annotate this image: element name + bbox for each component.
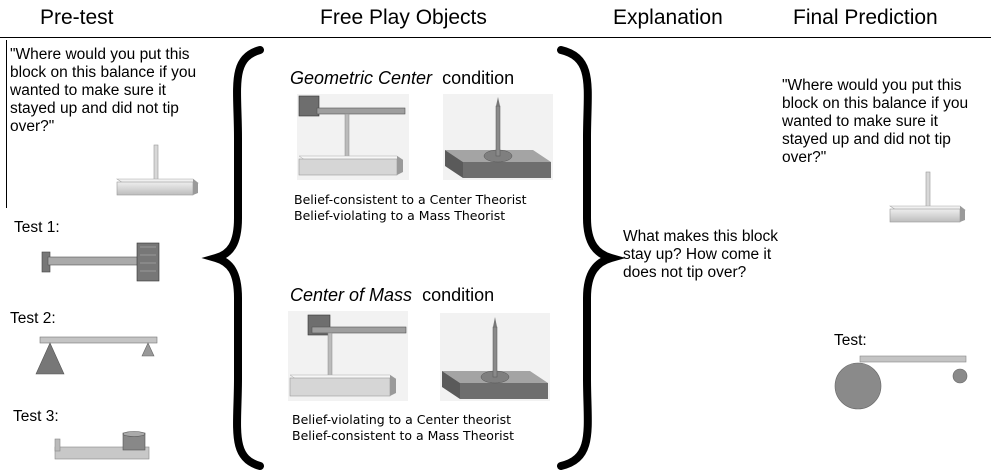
final-question: "Where would you put this block on this … [782, 77, 969, 166]
geometric-caption-2: Belief-violating to a Mass Theorist [294, 208, 506, 223]
explanation-question: What makes this block stay up? How come … [623, 228, 779, 281]
test-1-label: Test 1: [14, 219, 60, 236]
final-test-beam [834, 355, 968, 410]
header-pretest: Pre-test [40, 6, 114, 29]
final-balance [889, 171, 966, 223]
header-divider [0, 37, 991, 38]
mass-caption-2: Belief-consistent to a Mass Theorist [292, 428, 514, 443]
header-explanation: Explanation [613, 6, 723, 29]
geometric-balance-object [297, 94, 409, 180]
geometric-condition-suffix: condition [442, 68, 515, 88]
header-free-play: Free Play Objects [320, 6, 487, 29]
geometric-pin-object [443, 94, 553, 180]
test-3-label: Test 3: [13, 408, 59, 425]
geometric-condition-name: Geometric Center [290, 68, 433, 88]
geometric-caption-1: Belief-consistent to a Center Theorist [294, 192, 527, 207]
test-2-label: Test 2: [10, 310, 56, 327]
header-final-prediction: Final Prediction [793, 6, 938, 29]
final-test-label: Test: [834, 332, 867, 349]
pretest-left-marker [6, 40, 7, 208]
test-3-beam [54, 431, 150, 460]
right-brace [557, 46, 626, 470]
mass-balance-object [288, 311, 408, 401]
mass-pin-object [440, 313, 550, 401]
pretest-balance [116, 144, 199, 196]
test-1-beam [41, 242, 160, 282]
geometric-condition-title: Geometric Center condition [290, 68, 514, 89]
pretest-question: "Where would you put this block on this … [10, 46, 197, 135]
mass-condition-title: Center of Mass condition [290, 285, 494, 306]
mass-caption-1: Belief-violating to a Center theorist [292, 412, 512, 427]
left-brace [201, 46, 264, 470]
test-2-beam [35, 336, 158, 375]
mass-condition-name: Center of Mass [290, 285, 413, 305]
mass-condition-suffix: condition [422, 285, 495, 305]
